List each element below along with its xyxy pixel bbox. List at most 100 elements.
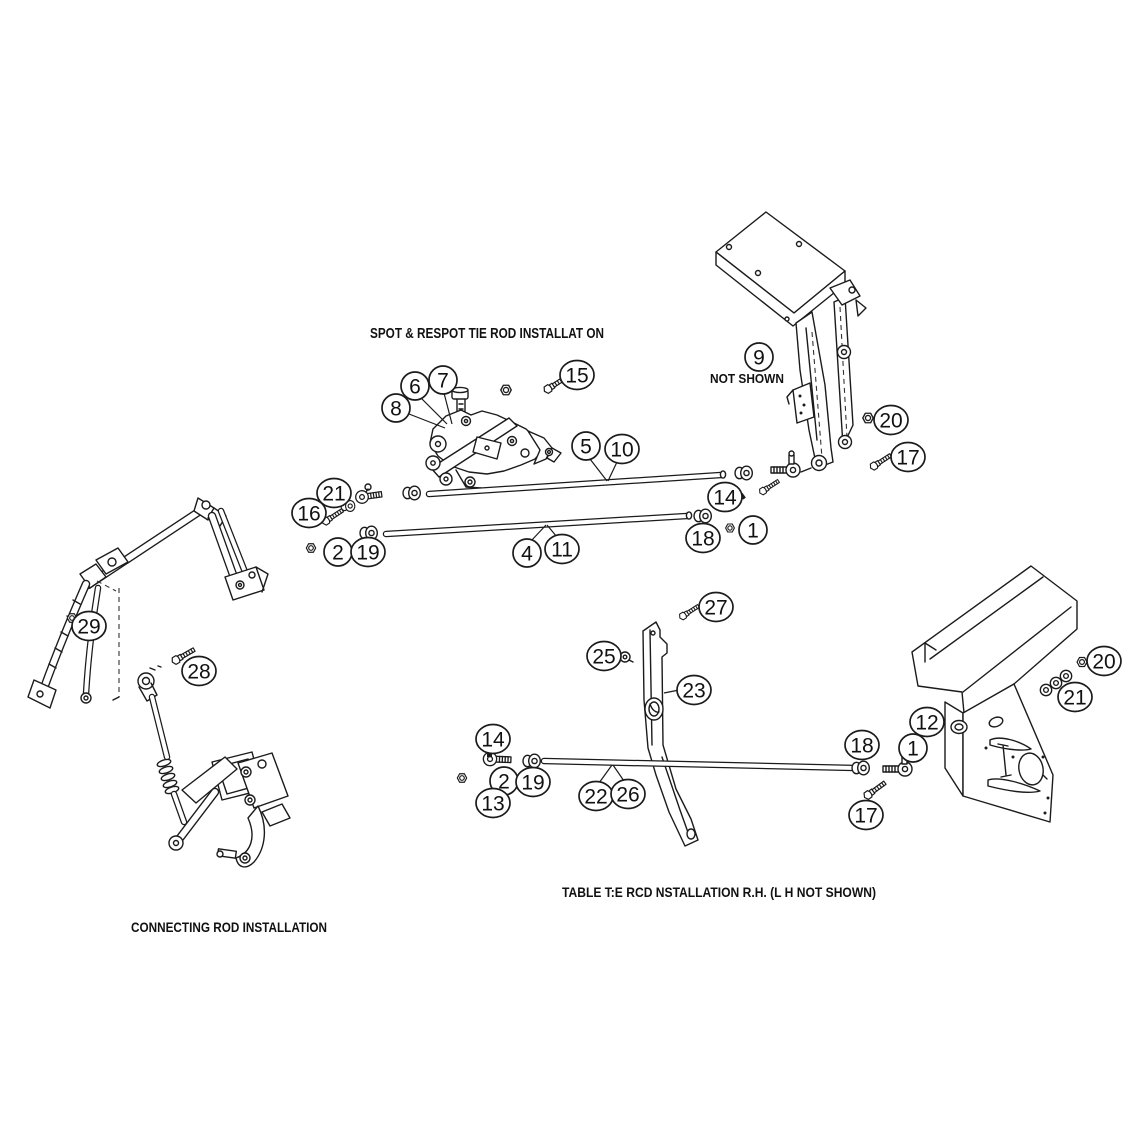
svg-text:17: 17 <box>854 805 877 828</box>
svg-text:2: 2 <box>332 542 344 565</box>
svg-text:29: 29 <box>77 616 100 639</box>
svg-text:18: 18 <box>691 528 714 551</box>
lower-left-bracket-assembly <box>168 751 291 868</box>
callout-18-lower: 18 <box>844 729 880 761</box>
callout-27: 27 <box>698 591 734 623</box>
hex-nut <box>500 384 512 396</box>
callout-23: 23 <box>676 674 712 706</box>
svg-text:19: 19 <box>356 542 379 565</box>
hex-nut-20 <box>862 412 874 424</box>
svg-text:17: 17 <box>896 447 919 470</box>
callout-11: 11 <box>544 533 580 565</box>
svg-text:26: 26 <box>616 784 639 807</box>
jam-nut-washer-18 <box>851 760 870 776</box>
svg-text:1: 1 <box>747 520 759 543</box>
svg-text:2: 2 <box>498 771 510 794</box>
svg-text:18: 18 <box>850 735 873 758</box>
svg-text:16: 16 <box>297 503 320 526</box>
callout-29: 29 <box>71 610 107 642</box>
washer-21b <box>1049 676 1063 690</box>
upper-tie-rod <box>425 470 727 498</box>
callout-17-lower: 17 <box>848 799 884 831</box>
caption-not-shown: NOT SHOWN <box>710 371 784 386</box>
svg-text:22: 22 <box>584 786 607 809</box>
svg-text:9: 9 <box>753 347 765 370</box>
callout-25: 25 <box>586 640 622 672</box>
washer-21c <box>1059 669 1073 683</box>
svg-text:13: 13 <box>481 793 504 816</box>
jam-nut-washer <box>522 753 541 769</box>
callout-7: 7 <box>428 365 458 395</box>
callout-16: 16 <box>291 497 327 529</box>
bolt-17-lower <box>861 779 888 802</box>
svg-text:14: 14 <box>481 729 505 752</box>
svg-text:5: 5 <box>580 436 592 459</box>
upper-frame-assembly <box>715 211 867 473</box>
callout-5: 5 <box>571 431 601 461</box>
caption-table-tie-rod: TABLE T:E RCD NSTALLATION R.H. (L H NOT … <box>562 884 876 900</box>
callout-1-lower: 1 <box>898 733 928 763</box>
hex-nut-2 <box>305 543 317 553</box>
rod-end-left <box>354 483 384 505</box>
bolt-14-upper <box>757 477 781 497</box>
hex-nut <box>725 523 735 533</box>
callout-20-lower: 20 <box>1086 645 1122 677</box>
spot-gearbox-assembly <box>425 386 562 489</box>
bolt-27 <box>677 602 701 622</box>
callout-8: 8 <box>381 393 411 423</box>
svg-text:27: 27 <box>704 597 727 620</box>
svg-text:25: 25 <box>592 646 615 669</box>
table-tie-rod <box>540 757 859 772</box>
svg-text:21: 21 <box>322 483 345 506</box>
callout-2-upper: 2 <box>323 537 353 567</box>
callout-20-upper: 20 <box>873 404 909 436</box>
callouts: 6 7 8 15 9 20 17 5 10 21 16 14 18 1 2 19… <box>71 342 1122 831</box>
callout-28: 28 <box>181 655 217 687</box>
callout-21-upper: 21 <box>316 477 352 509</box>
callout-14-lower: 14 <box>475 723 511 755</box>
callout-6: 6 <box>400 371 430 401</box>
callout-12: 12 <box>909 706 945 738</box>
caption-connecting-rod: CONNECTING ROD INSTALLATION <box>131 919 327 935</box>
callout-17-upper: 17 <box>890 441 926 473</box>
bolt-17-upper <box>868 451 894 472</box>
svg-text:1: 1 <box>907 738 919 761</box>
callout-22: 22 <box>578 780 614 812</box>
svg-text:4: 4 <box>521 543 533 566</box>
hex-nut-13 <box>456 773 468 783</box>
svg-text:28: 28 <box>187 661 210 684</box>
svg-text:11: 11 <box>551 539 573 562</box>
svg-text:6: 6 <box>409 376 421 399</box>
callout-14-upper: 14 <box>707 481 743 513</box>
svg-text:23: 23 <box>682 680 705 703</box>
right-table-bracket <box>911 565 1078 823</box>
jam-nut-washer <box>402 485 421 501</box>
svg-text:7: 7 <box>437 370 449 393</box>
callout-18-upper: 18 <box>685 522 721 554</box>
retainer-clip-25 <box>619 651 634 663</box>
connecting-rod <box>137 665 188 826</box>
callout-15: 15 <box>559 359 595 391</box>
captions: SPOT & RESPOT TIE ROD INSTALLAT ON NOT S… <box>131 325 876 935</box>
callout-19-upper: 19 <box>350 536 386 568</box>
jam-nut-washer <box>693 508 712 524</box>
svg-text:10: 10 <box>610 439 633 462</box>
jam-nut-washer <box>734 465 753 481</box>
svg-text:15: 15 <box>565 365 588 388</box>
svg-text:20: 20 <box>1092 651 1115 674</box>
lower-tie-rod <box>382 511 693 538</box>
hex-nut-20-lower <box>1076 656 1088 668</box>
left-cross-shaft-assembly <box>27 497 269 709</box>
svg-text:21: 21 <box>1063 687 1086 710</box>
svg-text:8: 8 <box>390 398 402 421</box>
svg-text:14: 14 <box>713 487 737 510</box>
callout-10: 10 <box>604 433 640 465</box>
caption-spot-respot: SPOT & RESPOT TIE ROD INSTALLAT ON <box>370 325 604 342</box>
svg-text:12: 12 <box>915 712 938 735</box>
callout-9: 9 <box>744 342 774 372</box>
svg-text:19: 19 <box>521 772 544 795</box>
callout-19-lower: 19 <box>515 766 551 798</box>
callout-4: 4 <box>512 538 542 568</box>
